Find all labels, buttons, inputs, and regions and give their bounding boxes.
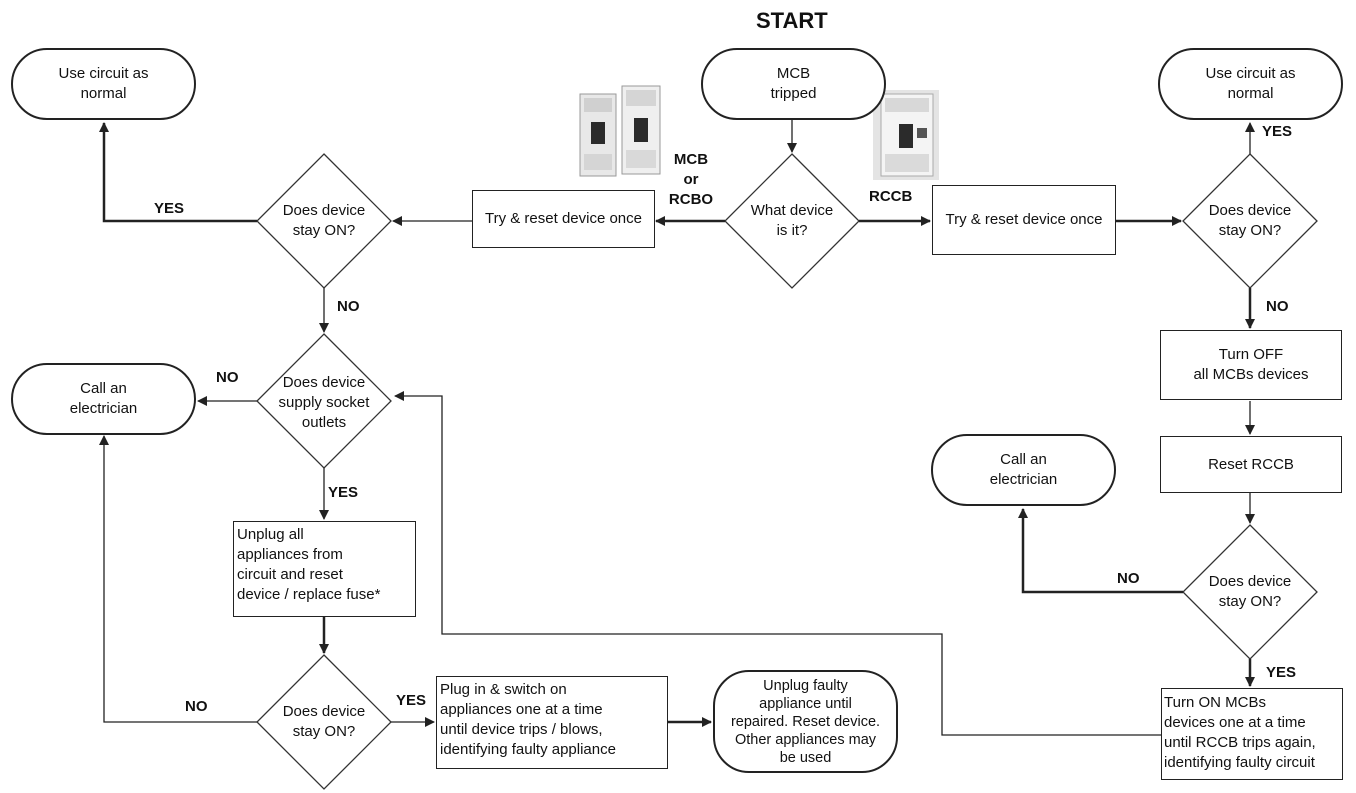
decision-stay-on-bottom-shape [256,654,392,790]
node-reset-rccb[interactable]: Reset RCCB [1160,436,1342,493]
label-yes-rccb: YES [1266,664,1297,681]
label-yes-right: YES [1262,123,1293,140]
node-use-normal-left[interactable]: Use circuit as normal [11,48,196,120]
node-unplug-faulty[interactable]: Unplug faulty appliance until repaired. … [713,670,898,773]
edge-stayon-bottom-no [99,435,257,723]
label-no-bottom: NO [185,698,208,715]
edge-stayon-left-yes [99,122,257,223]
decision-what-device-shape [724,153,860,289]
edge-stayon-rccb-no [1018,508,1183,594]
label-no-left: NO [337,298,360,315]
node-stay-on-left[interactable]: Does device stay ON? [282,202,366,239]
node-stay-on-rccb[interactable]: Does device stay ON? [1208,573,1292,610]
node-use-normal-right[interactable]: Use circuit as normal [1158,48,1343,120]
label-mcb-rcbo: MCB or RCBO [668,151,714,208]
node-try-reset-left[interactable]: Try & reset device once [472,190,655,248]
label-yes-left: YES [154,200,185,217]
edge-turnon-loop [394,391,1161,736]
node-try-reset-right[interactable]: Try & reset device once [932,185,1116,255]
label-no-right: NO [1266,298,1289,315]
node-turn-on[interactable]: Turn ON MCBs devices one at a time until… [1161,688,1343,780]
node-mcb-tripped[interactable]: MCB tripped [701,48,886,120]
label-yes-bottom: YES [396,692,427,709]
node-supply-socket[interactable]: Does device supply socket outlets [278,374,370,431]
label-no-rccb: NO [1117,570,1140,587]
node-what-device[interactable]: What device is it? [750,202,834,239]
node-call-electrician-right[interactable]: Call an electrician [931,434,1116,506]
node-unplug-all[interactable]: Unplug all appliances from circuit and r… [233,521,416,617]
node-turn-off[interactable]: Turn OFF all MCBs devices [1160,330,1342,400]
mcb-device-icon [578,84,664,180]
node-call-electrician-left[interactable]: Call an electrician [11,363,196,435]
rccb-device-icon [873,90,939,180]
flowchart-title: START [756,8,828,33]
label-yes-socket: YES [328,484,359,501]
node-stay-on-right[interactable]: Does device stay ON? [1208,202,1292,239]
label-no-socket: NO [216,369,239,386]
label-rccb: RCCB [869,188,913,205]
node-stay-on-bottom[interactable]: Does device stay ON? [282,703,366,740]
node-plug-in[interactable]: Plug in & switch on appliances one at a … [436,676,668,769]
